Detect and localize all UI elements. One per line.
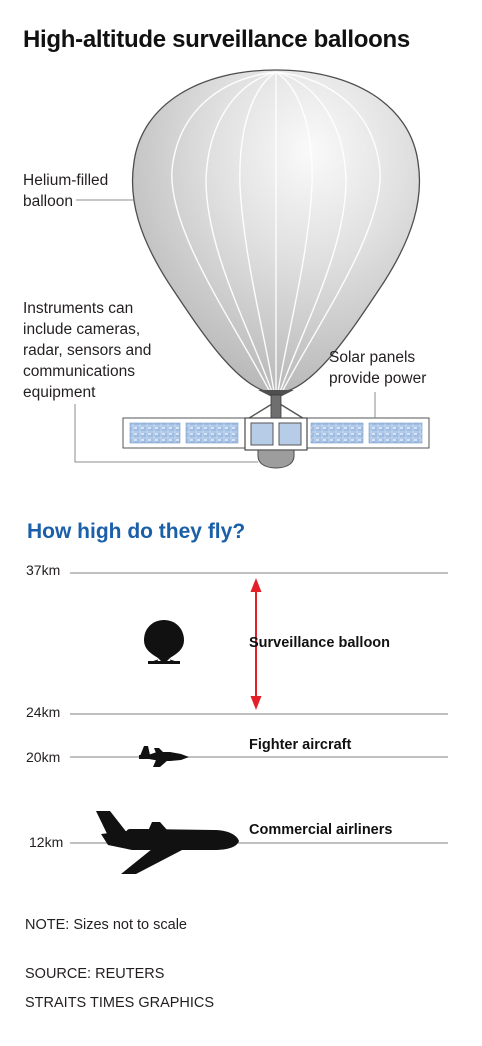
footnote-scale: NOTE: Sizes not to scale: [25, 917, 187, 933]
callout-solar-line: Solar panels: [329, 349, 416, 366]
craft-label-airliner: Commercial airliners: [249, 822, 393, 838]
airliner-icon: [96, 811, 239, 874]
craft-label-fighter: Fighter aircraft: [249, 737, 352, 753]
callout-instruments-line: radar, sensors and: [23, 342, 152, 359]
callout-balloon-line: Helium-filled: [23, 172, 109, 189]
instrument-pod: [257, 449, 295, 469]
altitude-tick-label: 20km: [26, 749, 61, 765]
footnote-credit: STRAITS TIMES GRAPHICS: [25, 995, 215, 1011]
payload-panel-right: [278, 422, 302, 446]
balloon-gores: [171, 71, 381, 393]
footnote-source: SOURCE: REUTERS: [25, 966, 165, 982]
balloon-illustration: [122, 69, 430, 469]
callout-solar: Solar panels provide power: [329, 347, 426, 389]
solar-cells-right-b: [368, 422, 423, 444]
callout-solar-line: provide power: [329, 370, 427, 387]
callout-balloon-line: balloon: [23, 193, 73, 210]
balloon-neck: [258, 390, 294, 396]
solar-cells-right-a: [310, 422, 364, 444]
fighter-jet-icon: [139, 746, 189, 767]
callout-instruments: Instruments can include cameras, radar, …: [23, 298, 151, 403]
altitude-tick-label: 37km: [26, 562, 61, 578]
payload-struts: [245, 403, 307, 421]
callout-instruments-line: Instruments can: [23, 300, 134, 317]
callout-instruments-line: equipment: [23, 384, 96, 401]
callout-balloon: Helium-filled balloon: [23, 170, 108, 212]
payload-mast: [270, 394, 282, 422]
altitude-range-arrow: [250, 578, 262, 710]
altitude-tick-label: 24km: [26, 704, 61, 720]
payload-panel-left: [250, 422, 274, 446]
altitude-gridlines: [70, 572, 448, 844]
page-title: High-altitude surveillance balloons: [23, 26, 410, 53]
solar-cells-left-a: [129, 422, 181, 444]
altitude-tick-label: 12km: [29, 834, 64, 850]
surveillance-balloon-icon: [144, 620, 184, 664]
craft-label-balloon: Surveillance balloon: [249, 635, 391, 651]
solar-cells-left-b: [185, 422, 239, 444]
callout-instruments-line: include cameras,: [23, 321, 141, 338]
callout-instruments-line: communications: [23, 363, 135, 380]
altitude-heading: How high do they fly?: [27, 520, 246, 543]
callout-leader-lines: [74, 199, 376, 463]
